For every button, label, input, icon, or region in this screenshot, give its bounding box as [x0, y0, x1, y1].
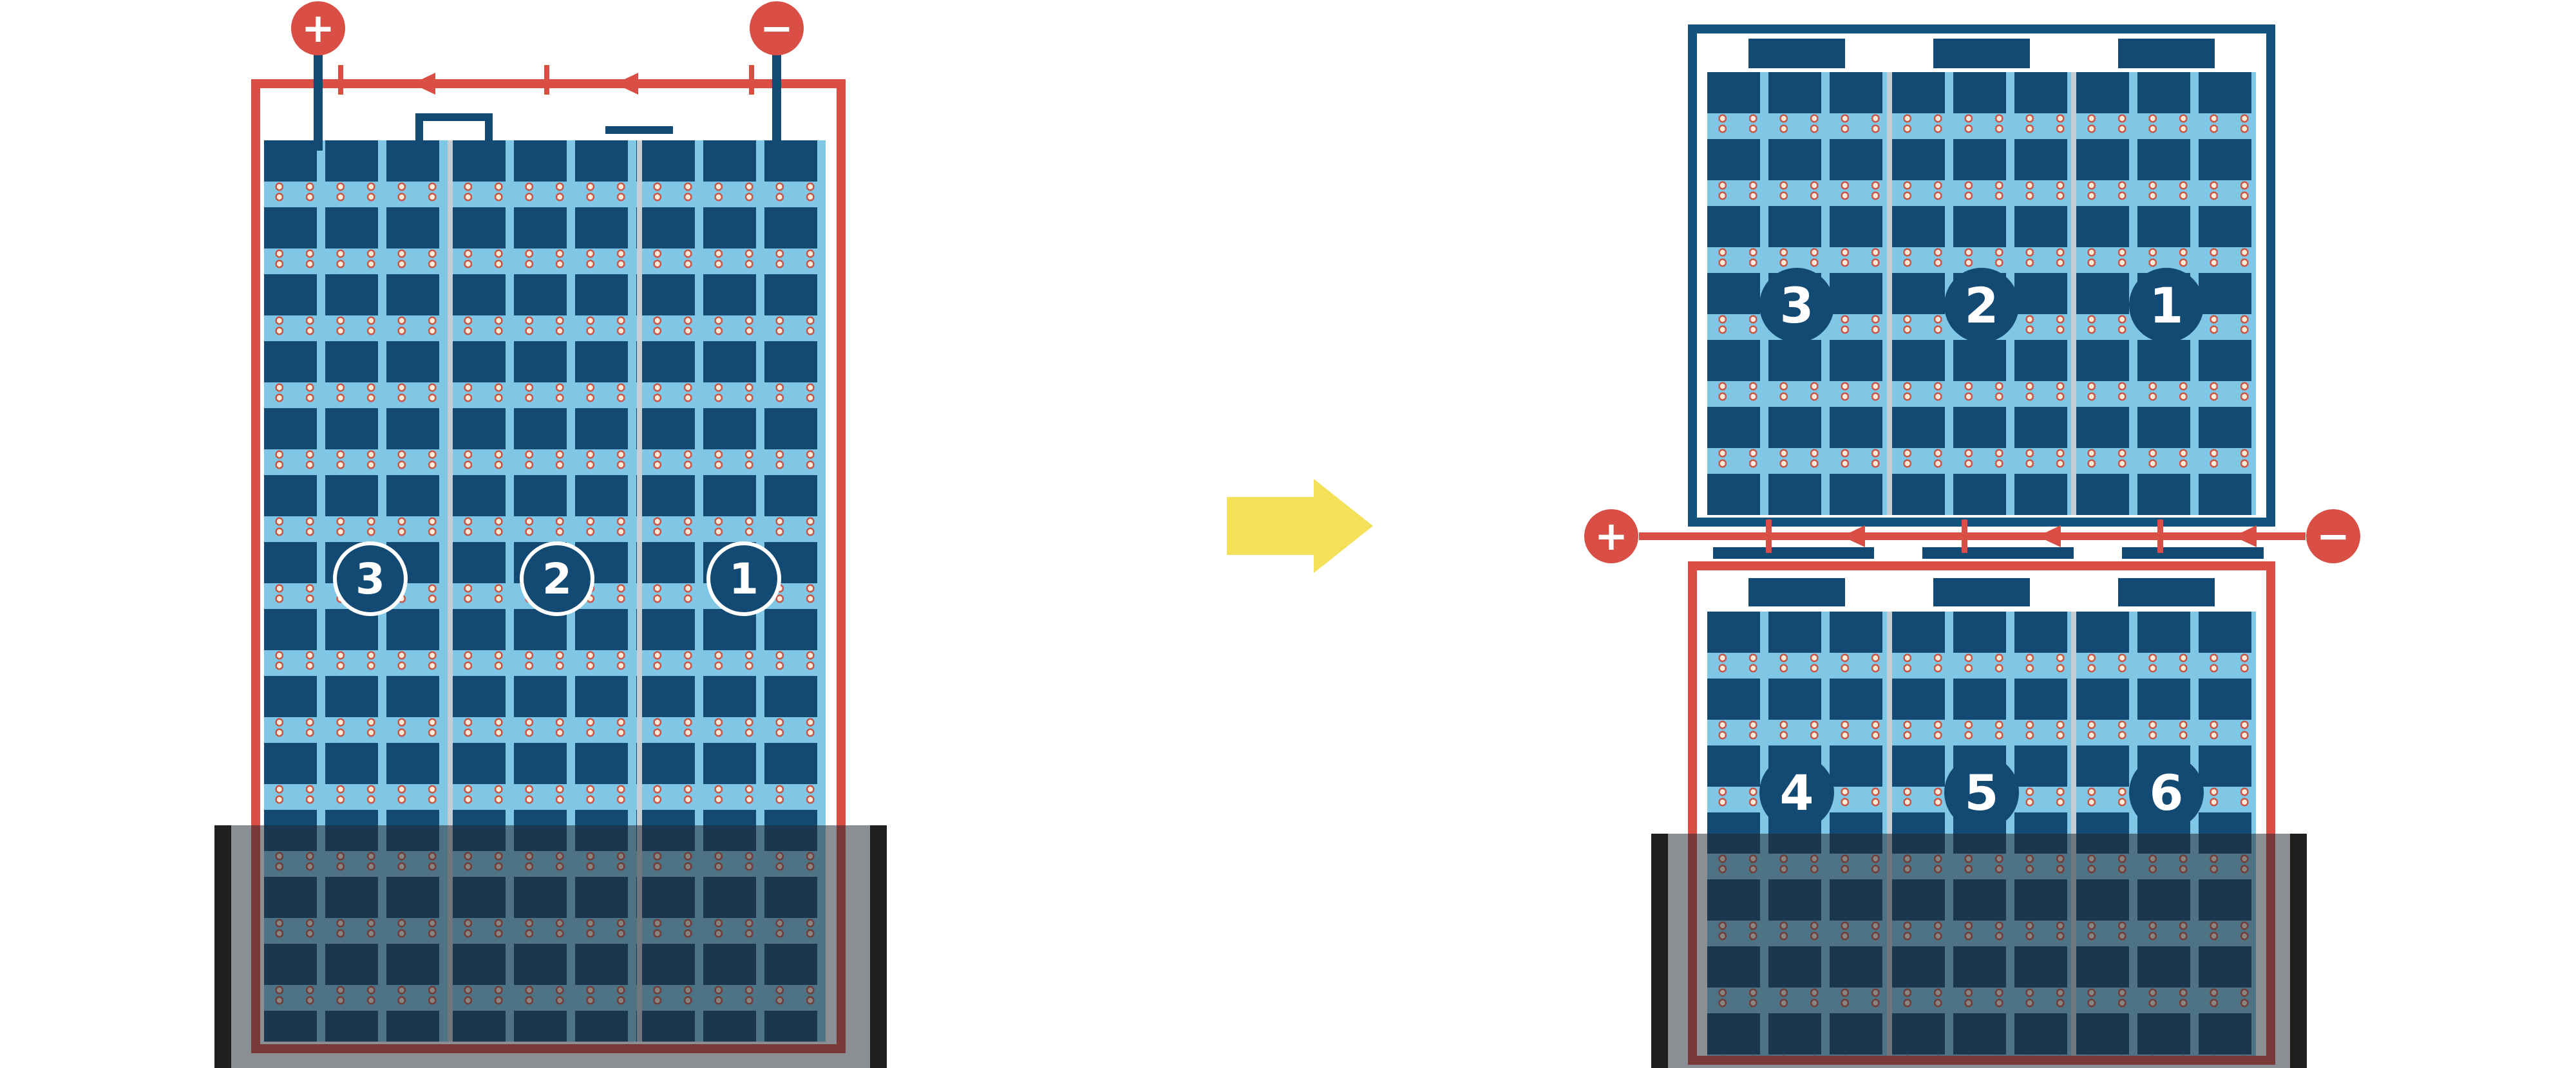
- right-bottom-module: 4 5 6: [1481, 0, 2576, 1068]
- column-divider: [448, 140, 453, 1042]
- column-divider: [1886, 72, 1892, 515]
- string-number-badge: 3: [333, 541, 408, 616]
- string-number-badge: 1: [2129, 268, 2204, 342]
- wire-tick: [338, 65, 343, 95]
- positive-terminal-label: +: [301, 5, 335, 52]
- shade-overlay: [214, 825, 887, 1068]
- right-top-module: 3 2 1: [1481, 0, 2576, 579]
- string-number-badge: 2: [520, 541, 594, 616]
- string-number-badge: 4: [1759, 755, 1834, 830]
- string-number: 4: [1779, 764, 1814, 821]
- current-arrow-icon: [615, 73, 638, 95]
- pv-string-column: [1707, 72, 1887, 515]
- string-number: 3: [1779, 276, 1814, 334]
- transform-arrow-icon: [1227, 479, 1375, 573]
- shade-edge-bar: [214, 825, 231, 1068]
- string-number: 1: [2149, 276, 2184, 334]
- wire-tick: [544, 65, 549, 95]
- wire-tick: [749, 65, 754, 95]
- transform-arrow-body: [1227, 497, 1314, 555]
- left-module: + − 3 2 1: [0, 0, 1095, 1068]
- module-connector-tab: [1933, 39, 2030, 68]
- module-connector-tab: [2118, 578, 2215, 606]
- shade-edge-bar: [2290, 834, 2307, 1068]
- string-number-badge: 2: [1944, 268, 2019, 342]
- module-connector-tab: [1748, 39, 1845, 68]
- string-number: 3: [355, 554, 385, 604]
- string-number-badge: 5: [1944, 755, 2019, 830]
- shade-edge-bar: [870, 825, 887, 1068]
- positive-terminal: +: [291, 1, 345, 55]
- module-connector-tab: [1933, 578, 2030, 606]
- current-arrow-icon: [412, 73, 435, 95]
- series-jumper: [605, 126, 673, 134]
- string-number-badge: 1: [706, 541, 781, 616]
- module-connector-tab: [2118, 39, 2215, 68]
- string-number-badge: 3: [1759, 268, 1834, 342]
- negative-terminal: −: [750, 1, 804, 55]
- column-divider: [636, 140, 642, 1042]
- series-jumper: [415, 113, 493, 142]
- module-connector-tab: [1748, 578, 1845, 606]
- shade-edge-bar: [1651, 834, 1668, 1068]
- string-number: 2: [542, 554, 572, 604]
- shade-overlay: [1651, 834, 2307, 1068]
- negative-terminal-post: [772, 46, 781, 151]
- positive-terminal-post: [314, 46, 323, 151]
- transform-arrow-head: [1314, 479, 1373, 573]
- pv-string-column: [1891, 72, 2072, 515]
- string-number: 5: [1964, 764, 1999, 821]
- column-divider: [2071, 72, 2077, 515]
- string-number-badge: 6: [2129, 755, 2204, 830]
- negative-terminal-label: −: [760, 5, 793, 52]
- string-number: 6: [2149, 764, 2184, 821]
- string-number: 2: [1964, 276, 1999, 334]
- string-number: 1: [729, 554, 759, 604]
